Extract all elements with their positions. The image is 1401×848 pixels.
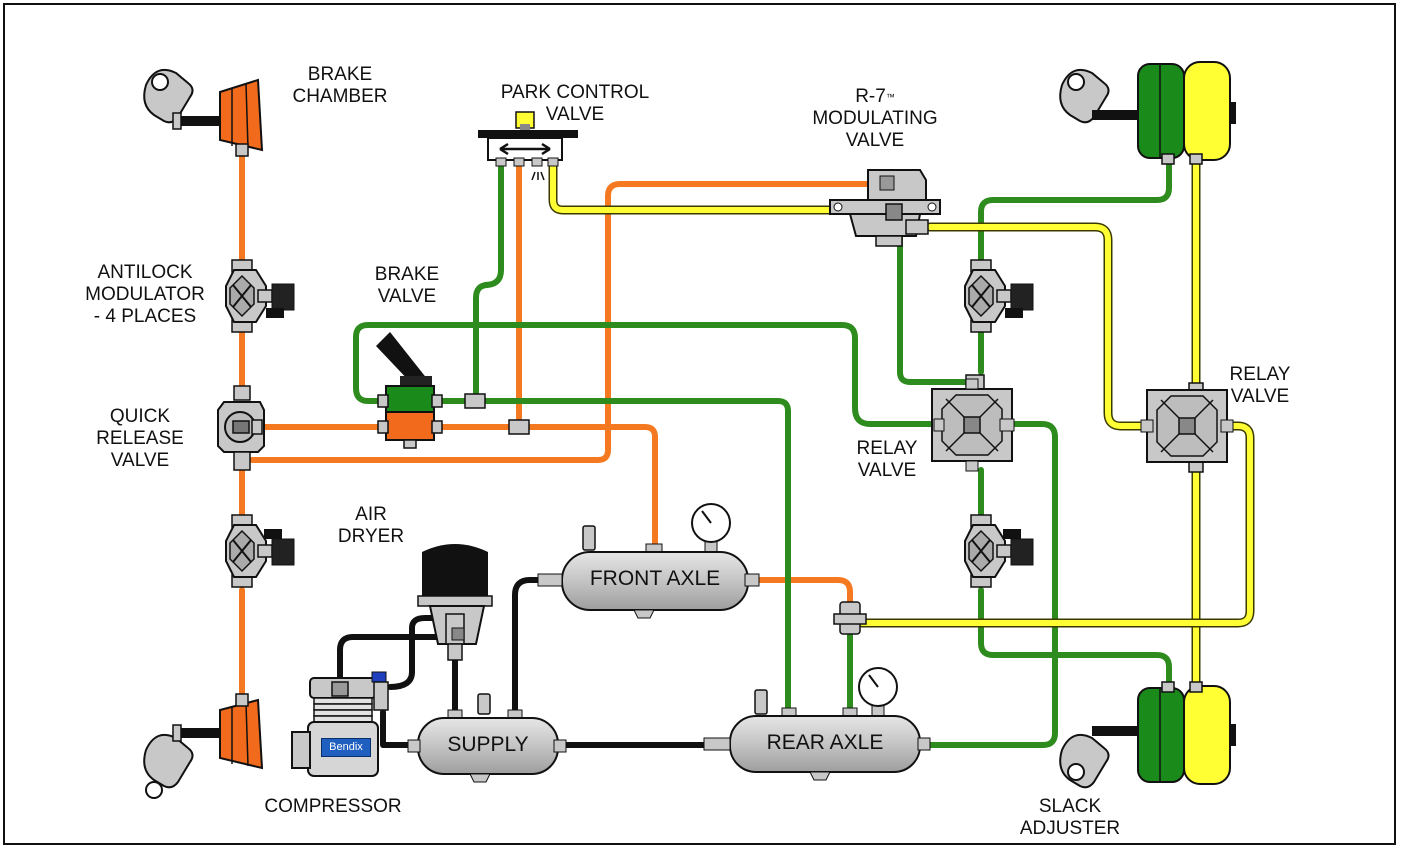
r7-modulating-valve	[829, 169, 941, 247]
label-air-dryer-line2: DRYER	[337, 526, 405, 547]
label-quick-release-line2: RELEASE	[96, 428, 184, 449]
air-dryer	[417, 544, 493, 661]
label-park-control-line2: VALVE	[545, 104, 605, 125]
brake-chamber-bottom-left	[143, 693, 264, 799]
label-r7-line3: VALVE	[845, 130, 905, 151]
label-quick-release-line3: VALVE	[110, 450, 170, 471]
quick-release-valve	[217, 385, 265, 471]
label-park-control-line1: PARK CONTROL	[500, 82, 650, 103]
label-slack-line2: ADJUSTER	[1019, 818, 1121, 839]
check-valve	[833, 601, 867, 635]
label-air-dryer: AIR DRYER	[316, 504, 426, 548]
rear-circuit-lines	[353, 157, 1172, 748]
label-relay-right-line2: VALVE	[1230, 386, 1290, 407]
relay-valve-right	[1140, 389, 1234, 463]
supply-tank	[407, 693, 567, 783]
label-r7-line2: MODULATING	[812, 108, 938, 129]
antilock-modulator-rear-top	[964, 259, 1034, 333]
label-antilock-modulator: ANTILOCK MODULATOR - 4 PLACES	[70, 262, 220, 328]
front-circuit-lines	[239, 142, 871, 705]
spring-brake-chamber-bottom-right	[1059, 681, 1236, 789]
brake-chamber-top-left	[143, 69, 264, 157]
supply-tank-label: SUPPLY	[447, 733, 529, 756]
compressor	[291, 671, 389, 777]
label-brake-chamber: BRAKE CHAMBER	[270, 64, 410, 108]
trademark-symbol: ™	[885, 92, 895, 102]
diagram-border	[3, 3, 1396, 845]
front-axle-tank	[537, 503, 760, 619]
label-quick-release-valve: QUICK RELEASE VALVE	[80, 406, 200, 472]
antilock-modulator-front-top	[225, 259, 295, 333]
supply-lines	[337, 577, 715, 748]
rear-axle-tank-label: REAR AXLE	[766, 731, 884, 754]
antilock-modulator-rear-bottom	[964, 514, 1034, 588]
label-brake-valve-line2: VALVE	[377, 286, 437, 307]
spring-brake-chamber-top-right	[1059, 61, 1236, 165]
label-r7-line1: R-7™	[800, 86, 950, 108]
label-antilock-line3: - 4 PLACES	[93, 306, 197, 327]
compressor-brand-plate: Bendix	[321, 738, 371, 757]
label-compressor: COMPRESSOR	[264, 796, 402, 817]
label-relay-center-line2: VALVE	[857, 460, 917, 481]
label-r7-name: R-7	[855, 86, 886, 107]
brake-valve	[376, 332, 443, 449]
label-r7-modulating-valve: R-7™ MODULATING VALVE	[800, 86, 950, 152]
label-slack-line1: SLACK	[1038, 796, 1102, 817]
rear-axle-tank	[703, 667, 931, 781]
label-relay-right-line1: RELAY	[1229, 364, 1291, 385]
label-slack-adjuster: SLACK ADJUSTER	[1010, 796, 1130, 840]
label-brake-valve: BRAKE VALVE	[352, 264, 462, 308]
park-circuit-lines	[548, 155, 1255, 691]
label-relay-valve-center: RELAY VALVE	[832, 438, 942, 482]
park-control-valve	[478, 111, 578, 181]
label-brake-chamber-line2: CHAMBER	[292, 86, 388, 107]
label-air-dryer-line1: AIR	[355, 504, 387, 525]
label-antilock-line1: ANTILOCK	[97, 262, 193, 283]
label-brake-chamber-line1: BRAKE	[307, 64, 373, 85]
label-quick-release-line1: QUICK	[109, 406, 171, 427]
label-antilock-line2: MODULATOR	[85, 284, 205, 305]
label-park-control-valve: PARK CONTROL VALVE	[480, 82, 670, 126]
label-brake-valve-line1: BRAKE	[374, 264, 440, 285]
label-relay-center-line1: RELAY	[856, 438, 918, 459]
relay-valve-center	[931, 378, 1015, 472]
label-relay-valve-right: RELAY VALVE	[1210, 364, 1310, 408]
antilock-modulator-front-bottom	[225, 514, 295, 588]
front-axle-tank-label: FRONT AXLE	[589, 567, 721, 590]
